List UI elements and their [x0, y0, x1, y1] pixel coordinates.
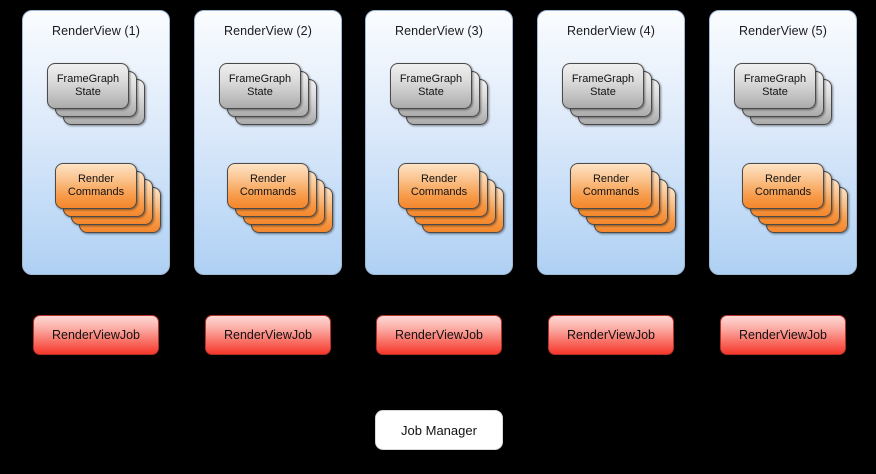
render-commands-card[interactable]: Render Commands — [570, 163, 652, 209]
render-commands-label: Render Commands — [239, 173, 297, 198]
render-commands-stack[interactable]: Render Commands — [398, 163, 508, 243]
framegraph-state-stack[interactable]: FrameGraph State — [219, 63, 329, 143]
render-commands-label: Render Commands — [582, 173, 640, 198]
render-commands-stack[interactable]: Render Commands — [55, 163, 165, 243]
render-view-job-label: RenderViewJob — [223, 328, 313, 342]
framegraph-state-label: FrameGraph State — [571, 73, 635, 98]
render-view-job-button-3[interactable]: RenderViewJob — [376, 315, 502, 355]
framegraph-state-label: FrameGraph State — [399, 73, 463, 98]
framegraph-state-label: FrameGraph State — [56, 73, 120, 98]
render-commands-stack[interactable]: Render Commands — [227, 163, 337, 243]
render-view-job-button-4[interactable]: RenderViewJob — [548, 315, 674, 355]
render-view-job-label: RenderViewJob — [566, 328, 656, 342]
render-commands-card[interactable]: Render Commands — [742, 163, 824, 209]
render-view-title: RenderView (3) — [394, 24, 483, 38]
framegraph-state-stack[interactable]: FrameGraph State — [562, 63, 672, 143]
framegraph-state-card[interactable]: FrameGraph State — [562, 63, 644, 109]
job-manager-node[interactable]: Job Manager — [375, 410, 503, 450]
framegraph-state-card[interactable]: FrameGraph State — [734, 63, 816, 109]
render-commands-card[interactable]: Render Commands — [227, 163, 309, 209]
job-manager-label: Job Manager — [401, 422, 477, 438]
render-commands-stack[interactable]: Render Commands — [742, 163, 852, 243]
render-view-job-button-5[interactable]: RenderViewJob — [720, 315, 846, 355]
framegraph-state-card[interactable]: FrameGraph State — [390, 63, 472, 109]
render-commands-label: Render Commands — [410, 173, 468, 198]
framegraph-state-stack[interactable]: FrameGraph State — [734, 63, 844, 143]
render-view-job-label: RenderViewJob — [394, 328, 484, 342]
render-view-job-label: RenderViewJob — [51, 328, 141, 342]
render-view-job-label: RenderViewJob — [738, 328, 828, 342]
framegraph-state-label: FrameGraph State — [743, 73, 807, 98]
framegraph-state-stack[interactable]: FrameGraph State — [47, 63, 157, 143]
render-view-title: RenderView (4) — [566, 24, 655, 38]
render-view-title: RenderView (5) — [738, 24, 827, 38]
render-view-job-button-1[interactable]: RenderViewJob — [33, 315, 159, 355]
render-commands-label: Render Commands — [754, 173, 812, 198]
framegraph-state-label: FrameGraph State — [228, 73, 292, 98]
framegraph-state-card[interactable]: FrameGraph State — [47, 63, 129, 109]
render-view-title: RenderView (2) — [223, 24, 312, 38]
framegraph-state-stack[interactable]: FrameGraph State — [390, 63, 500, 143]
render-commands-stack[interactable]: Render Commands — [570, 163, 680, 243]
framegraph-state-card[interactable]: FrameGraph State — [219, 63, 301, 109]
render-view-title: RenderView (1) — [51, 24, 140, 38]
render-view-job-button-2[interactable]: RenderViewJob — [205, 315, 331, 355]
render-commands-label: Render Commands — [67, 173, 125, 198]
render-commands-card[interactable]: Render Commands — [55, 163, 137, 209]
render-commands-card[interactable]: Render Commands — [398, 163, 480, 209]
